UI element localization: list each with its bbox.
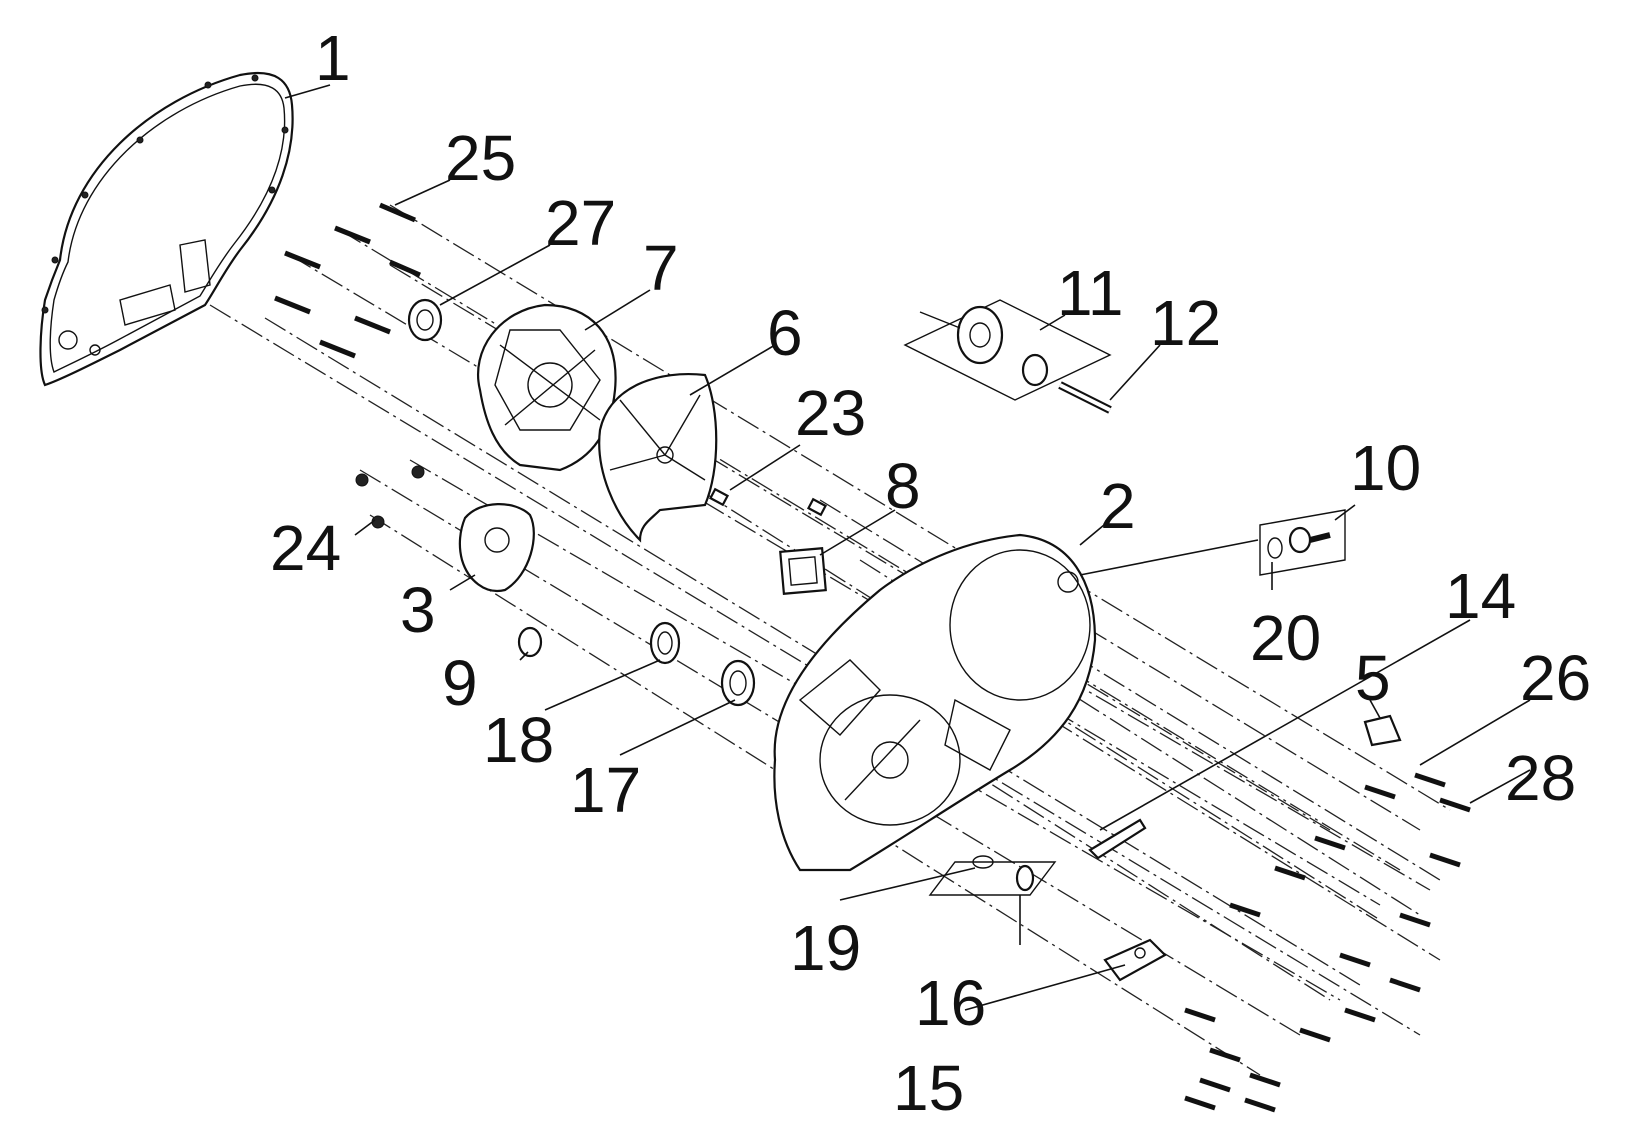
callout-14: 14 [1445, 560, 1516, 632]
callout-7: 7 [643, 232, 679, 304]
part-25-bolts [274, 202, 421, 359]
callout-10: 10 [1350, 432, 1421, 504]
part-19-o-ring [972, 855, 994, 869]
callout-11: 11 [1057, 257, 1123, 329]
callout-8: 8 [885, 450, 921, 522]
part-1-cover-gasket [39, 71, 294, 387]
callout-3: 3 [400, 574, 436, 646]
callout-23: 23 [795, 377, 866, 449]
callout-27: 27 [545, 187, 616, 259]
part-20-washer [1267, 537, 1283, 559]
part-3-plate [458, 503, 535, 593]
callout-9: 9 [442, 647, 478, 719]
part-5-clip [1363, 714, 1402, 747]
part-15-bracket [1103, 938, 1167, 982]
part-16-sensor [928, 861, 1057, 896]
callout-1: 1 [315, 22, 351, 94]
callout-5: 5 [1355, 642, 1391, 714]
callout-18: 18 [483, 704, 554, 776]
callout-28: 28 [1505, 742, 1576, 814]
callout-16: 16 [915, 967, 986, 1039]
part-24-screws [355, 465, 425, 529]
callout-26: 26 [1520, 642, 1591, 714]
part-23-dowel-pins [708, 487, 828, 517]
part-8-filter-screen [779, 547, 827, 595]
part-9-o-ring [517, 626, 543, 658]
part-27-bearing [407, 298, 443, 342]
callout-labels: 1 25 27 7 11 12 6 23 8 2 10 24 3 20 14 9… [270, 22, 1591, 1124]
part-11-gear-set [903, 299, 1112, 401]
part-2-crankcase-cover [773, 533, 1097, 872]
callout-20: 20 [1250, 602, 1321, 674]
part-26-28-bolts [1184, 772, 1471, 1113]
part-14-bracket [1088, 818, 1147, 860]
callout-15: 15 [893, 1052, 964, 1124]
part-17-oil-seal [720, 659, 756, 707]
part-7-inner-cover [477, 303, 617, 472]
callout-17: 17 [570, 754, 641, 826]
part-18-oil-seal [649, 621, 681, 665]
callout-19: 19 [790, 912, 861, 984]
callout-25: 25 [445, 122, 516, 194]
callout-2: 2 [1100, 470, 1136, 542]
callout-6: 6 [767, 297, 803, 369]
leader-lines [284, 84, 1531, 1011]
part-12-shaft [1058, 381, 1112, 414]
part-10-drain-plug [1259, 509, 1346, 576]
callout-24: 24 [270, 512, 341, 584]
part-6-baffle-plate [598, 373, 718, 543]
callout-12: 12 [1150, 287, 1221, 359]
